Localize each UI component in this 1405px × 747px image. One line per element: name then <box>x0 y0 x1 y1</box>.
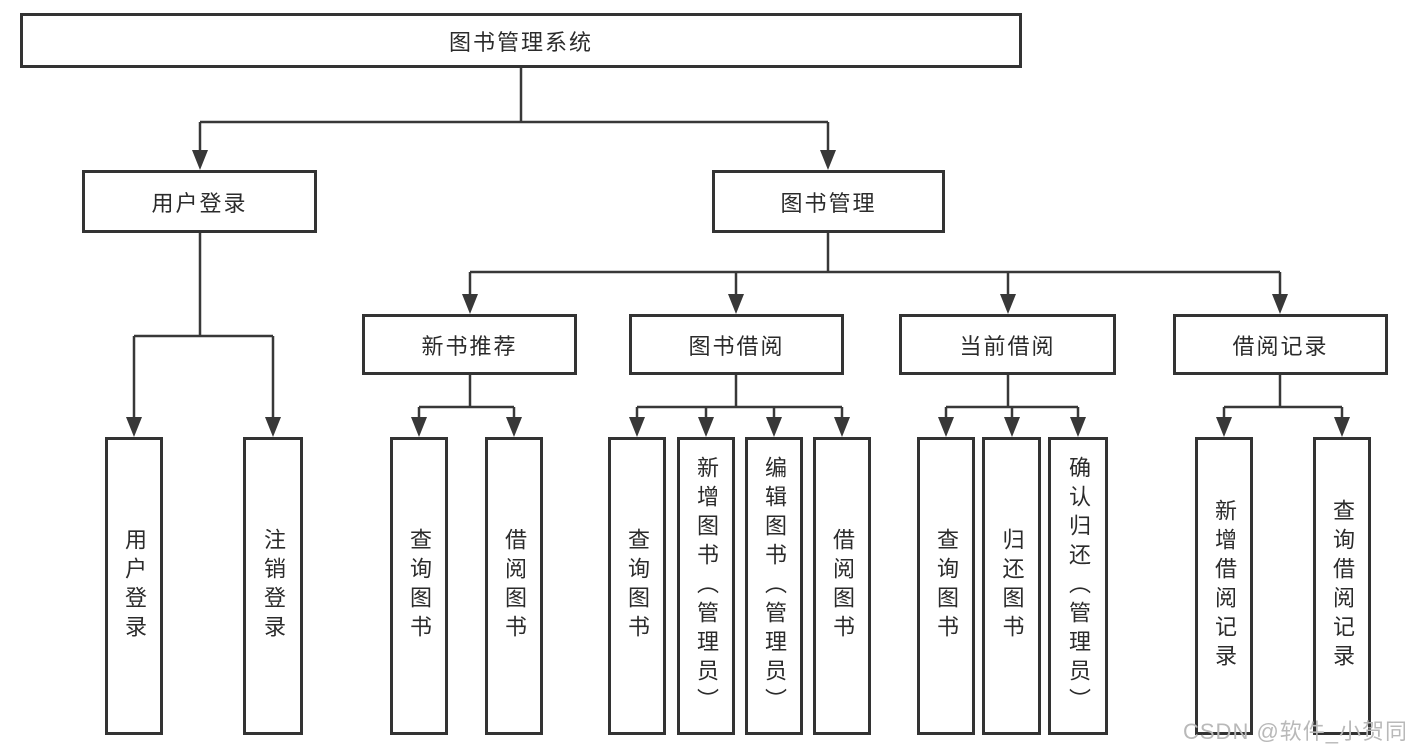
node-user-login: 用户登录 <box>82 170 317 233</box>
leaf-current-query-books: 查询图书 <box>917 437 975 735</box>
leaf-borrow-add-books-admin: 新增图书（管理员） <box>677 437 735 735</box>
node-borrow-records: 借阅记录 <box>1173 314 1388 375</box>
leaf-records-query-record: 查询借阅记录 <box>1313 437 1371 735</box>
node-current-borrow: 当前借阅 <box>899 314 1116 375</box>
leaf-records-add-record: 新增借阅记录 <box>1195 437 1253 735</box>
leaf-recommend-borrow-books: 借阅图书 <box>485 437 543 735</box>
node-book-borrow: 图书借阅 <box>629 314 844 375</box>
leaf-user-login: 用户登录 <box>105 437 163 735</box>
arrowheads <box>126 150 1350 437</box>
leaf-logout: 注销登录 <box>243 437 303 735</box>
leaf-borrow-query-books: 查询图书 <box>608 437 666 735</box>
leaf-borrow-edit-books-admin: 编辑图书（管理员） <box>745 437 803 735</box>
node-book-management: 图书管理 <box>712 170 945 233</box>
node-new-book-recommend: 新书推荐 <box>362 314 577 375</box>
node-library-management-system: 图书管理系统 <box>20 13 1022 68</box>
leaf-current-confirm-return-admin: 确认归还（管理员） <box>1048 437 1108 735</box>
leaf-recommend-query-books: 查询图书 <box>390 437 448 735</box>
csdn-watermark: CSDN @软件_小贺同学 <box>1183 719 1405 744</box>
leaf-current-return-books: 归还图书 <box>982 437 1041 735</box>
leaf-borrow-borrow-books: 借阅图书 <box>813 437 871 735</box>
